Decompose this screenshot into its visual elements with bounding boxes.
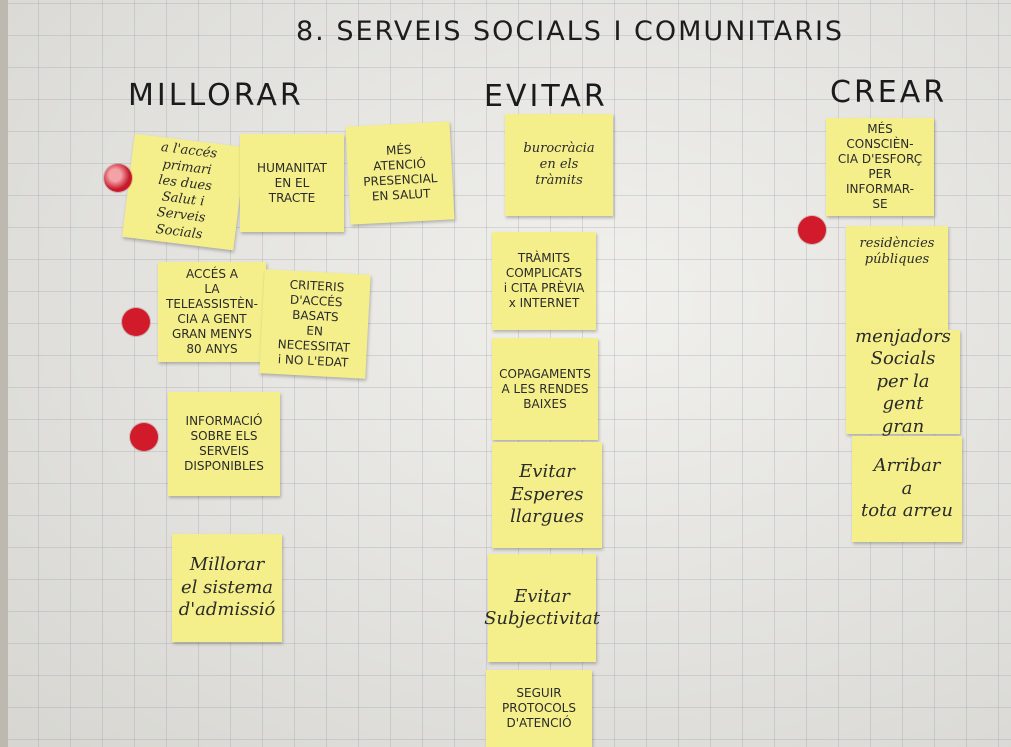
sticky-note: Millorar el sistema d'admissió bbox=[172, 534, 282, 642]
column-heading-crear: CREAR bbox=[830, 75, 948, 110]
board-title: 8. SERVEIS SOCIALS I COMUNITARIS bbox=[296, 16, 845, 47]
sticky-note: Evitar Subjectivitat bbox=[484, 554, 600, 662]
red-dot-sticker bbox=[104, 164, 132, 192]
red-dot-sticker bbox=[130, 423, 158, 451]
column-heading-evitar: EVITAR bbox=[484, 79, 608, 114]
sticky-note: MÉS CONSCIÈN- CIA D'ESFORÇ PER INFORMAR-… bbox=[826, 118, 934, 216]
sticky-note: SEGUIR PROTOCOLS D'ATENCIÓ bbox=[486, 670, 592, 747]
sticky-note: Arribar a tota arreu bbox=[852, 436, 962, 542]
sticky-note: a l'accés primari les dues Salut i Serve… bbox=[122, 133, 246, 251]
sticky-note: MÉS ATENCIÓ PRESENCIAL EN SALUT bbox=[345, 121, 455, 225]
column-heading-millorar: MILLORAR bbox=[128, 78, 304, 113]
sticky-note: menjadors Socials per la gent gran bbox=[846, 326, 960, 437]
sticky-note: Evitar Esperes llargues bbox=[492, 442, 602, 548]
sticky-note: burocràcia en els tràmits bbox=[505, 114, 613, 216]
sticky-note: TRÀMITS COMPLICATS i CITA PRÈVIA x INTER… bbox=[492, 232, 596, 330]
red-dot-sticker bbox=[798, 216, 826, 244]
sticky-note: residències públiques bbox=[846, 226, 948, 330]
sticky-note: INFORMACIÓ SOBRE ELS SERVEIS DISPONIBLES bbox=[168, 392, 280, 496]
sticky-note: CRITERIS D'ACCÉS BASATS EN NECESSITAT i … bbox=[259, 269, 371, 379]
sticky-note: HUMANITAT EN EL TRACTE bbox=[240, 134, 344, 232]
sticky-note: ACCÉS A LA TELEASSISTÈN- CIA A GENT GRAN… bbox=[158, 262, 266, 362]
red-dot-sticker bbox=[122, 308, 150, 336]
board-edge bbox=[0, 0, 8, 747]
sticky-note: COPAGAMENTS A LES RENDES BAIXES bbox=[492, 338, 598, 440]
